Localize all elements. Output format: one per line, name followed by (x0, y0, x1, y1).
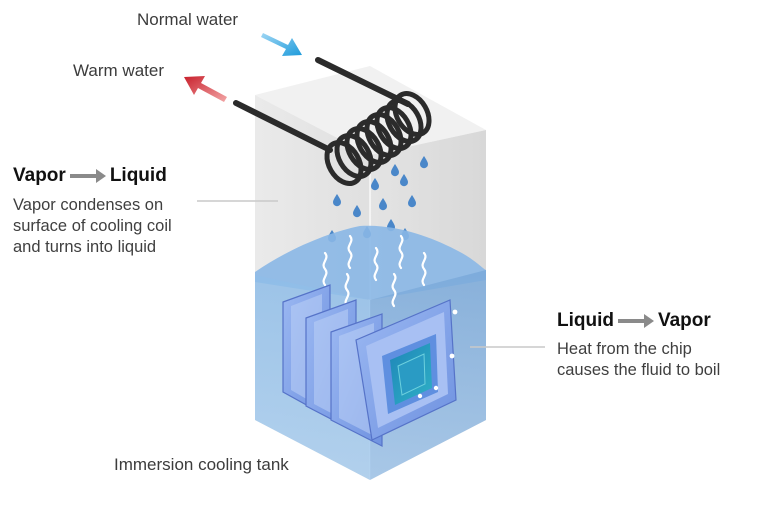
vapor-waves (322, 234, 427, 308)
right-callout-from: Liquid (557, 310, 614, 331)
left-callout-from: Vapor (13, 165, 66, 186)
server-boards (282, 284, 458, 447)
warm-water-label: Warm water (73, 61, 164, 80)
vapor-wave-icon (322, 251, 328, 287)
left-callout-line: surface of cooling coil (13, 217, 172, 235)
left-callout-line: and turns into liquid (13, 238, 157, 256)
inflow-arrow-icon (261, 33, 302, 56)
left-callout-to: Liquid (109, 165, 167, 186)
right-arrow-icon (69, 169, 106, 183)
normal-water-label: Normal water (137, 10, 239, 29)
vapor-wave-icon (391, 272, 397, 308)
vapor-wave-icon (347, 234, 353, 270)
right-callout-line: Heat from the chip (557, 340, 692, 358)
vapor-wave-icon (373, 246, 379, 282)
vapor-wave-icon (344, 272, 350, 308)
vapor-wave-icon (398, 234, 404, 270)
vapor-wave-icon (421, 251, 427, 287)
right-callout-to: Vapor (657, 310, 711, 331)
left-callout-description: Vapor condenses on surface of cooling co… (13, 195, 172, 258)
outflow-arrow-icon (184, 76, 227, 102)
right-callout-description: Heat from the chip causes the fluid to b… (557, 339, 720, 381)
tank-label: Immersion cooling tank (114, 455, 289, 474)
liquid-surface (255, 225, 486, 300)
cooling-coil-icon (233, 57, 432, 186)
chip-icon (382, 334, 438, 414)
right-callout-heading: Liquid Vapor (557, 310, 711, 332)
left-callout-heading: Vapor Liquid (13, 165, 167, 187)
tank-top-face (255, 66, 486, 155)
server-board (355, 299, 458, 441)
right-arrow-icon (617, 314, 654, 328)
right-callout-line: causes the fluid to boil (557, 361, 721, 379)
left-callout-line: Vapor condenses on (13, 196, 164, 214)
